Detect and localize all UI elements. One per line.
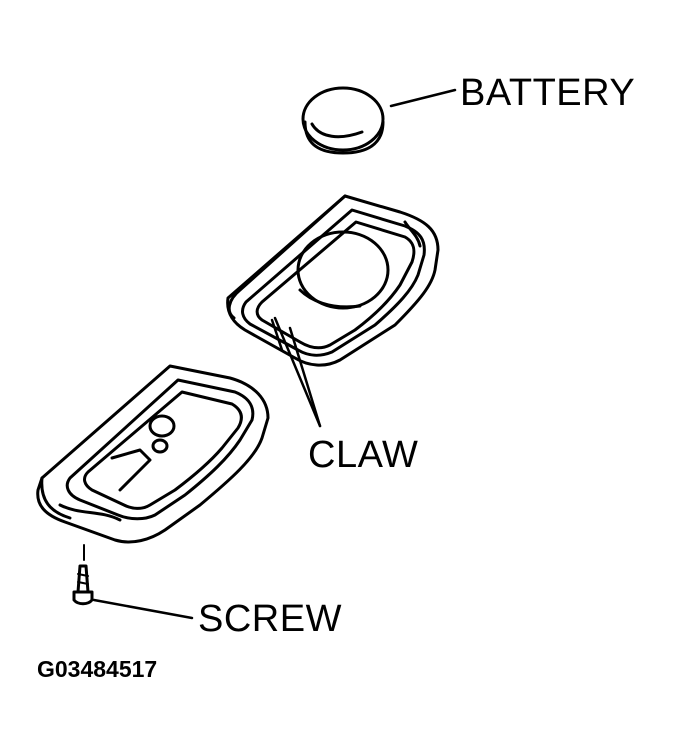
battery-leader-line [389,88,457,108]
figure-code: G03484517 [37,656,158,682]
screw-label: SCREW [198,598,342,640]
battery-label: BATTERY [460,72,636,114]
claw-label: CLAW [308,434,419,476]
upper-case-icon [226,194,440,367]
battery-icon [301,86,385,155]
claw-leader-lines [270,316,322,428]
screw-leader-line [92,598,194,620]
screw-icon [72,564,94,606]
lower-case-icon [36,364,270,544]
